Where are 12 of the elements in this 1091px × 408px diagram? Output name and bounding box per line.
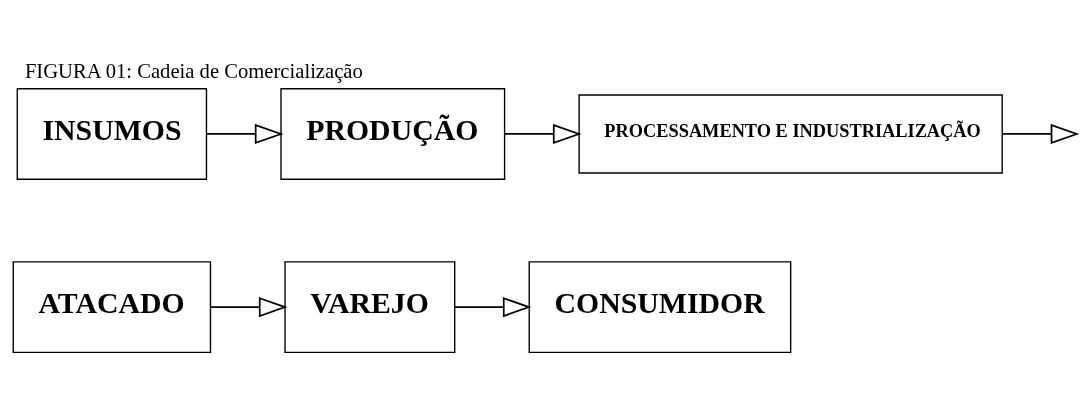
diagram-title: FIGURA 01: Cadeia de Comercialização — [24, 59, 363, 82]
arrow — [454, 296, 532, 317]
node-box: VAREJO — [284, 260, 456, 353]
arrow — [209, 296, 288, 317]
arrow — [205, 123, 284, 144]
arrow — [503, 123, 582, 144]
node-box: PRODUÇÃO — [280, 87, 506, 180]
node-box: CONSUMIDOR — [528, 260, 792, 353]
arrow — [1001, 123, 1080, 144]
node-box: ATACADO — [12, 260, 212, 353]
node-box: INSUMOS — [16, 87, 208, 180]
node-box: PROCESSAMENTO E INDUSTRIALIZAÇÃO — [578, 93, 1003, 174]
